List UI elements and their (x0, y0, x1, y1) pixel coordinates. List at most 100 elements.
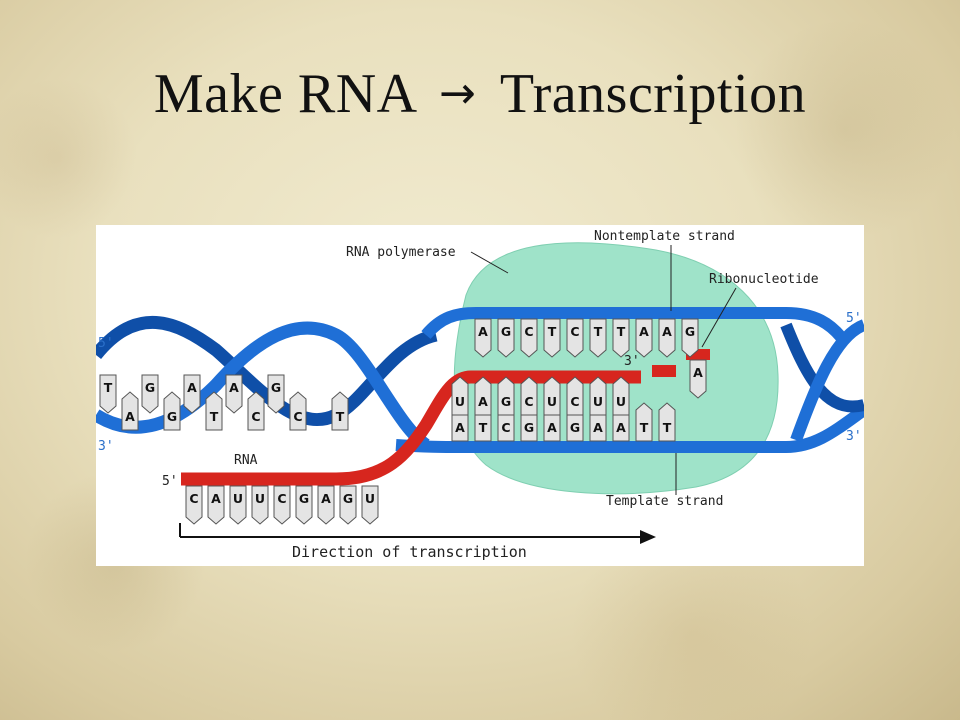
nontemplate-base-letter: A (639, 324, 649, 339)
rna-paired-base-letter: U (616, 394, 626, 409)
rna-tail-base: G (295, 485, 313, 525)
rna-paired-base-letter: G (501, 394, 511, 409)
left-helix-base-top: A (225, 374, 243, 414)
rna-paired-base: G (497, 376, 515, 416)
free-ribonucleotide-base: A (689, 359, 707, 399)
leader-ribonucleotide (701, 287, 737, 348)
rna-tail-base-letter: G (299, 491, 309, 506)
left-helix-base-bottom-letter: C (251, 409, 260, 424)
nontemplate-base-letter: T (594, 324, 603, 339)
end-right-top: 5' (846, 311, 862, 326)
left-helix-base-bottom-letter: T (336, 409, 345, 424)
rna-tail-base-letter: A (211, 491, 221, 506)
nontemplate-base: G (497, 318, 515, 358)
rna-tail-base-letter: U (233, 491, 243, 506)
end-right-bottom: 3' (846, 429, 862, 444)
free-ribonucleotide-bar (686, 349, 710, 360)
nontemplate-base-letter: T (548, 324, 557, 339)
left-helix-base-bottom: T (331, 391, 349, 431)
template-base-letter: G (570, 420, 580, 435)
template-base: T (658, 402, 676, 442)
left-helix-base-top: A (183, 374, 201, 414)
template-base-letter: C (501, 420, 510, 435)
template-base-letter: T (640, 420, 649, 435)
left-helix-base-top: G (267, 374, 285, 414)
left-helix-base-bottom: T (205, 391, 223, 431)
rna-tail-base-letter: C (189, 491, 198, 506)
rna-paired-base-letter: U (455, 394, 465, 409)
rna-tail-base: C (273, 485, 291, 525)
rna-tail-base: U (251, 485, 269, 525)
nontemplate-base-letter: C (524, 324, 533, 339)
template-base-letter: T (479, 420, 488, 435)
end-left-bottom: 3' (98, 439, 114, 454)
rna-tail-base: A (317, 485, 335, 525)
left-helix-base-bottom: G (163, 391, 181, 431)
label-template-strand: Template strand (606, 494, 723, 509)
rna-paired-base-letter: C (524, 394, 533, 409)
rna-tail-base: C (185, 485, 203, 525)
label-nontemplate-strand: Nontemplate strand (594, 229, 735, 244)
direction-arrow-head (640, 530, 656, 544)
left-helix-base-bottom-letter: C (293, 409, 302, 424)
rna-paired-base-letter: U (593, 394, 603, 409)
rna-tail-base: G (339, 485, 357, 525)
slide-title: Make RNA → Transcription (0, 62, 960, 126)
nontemplate-base: A (474, 318, 492, 358)
incoming-rna-segment (652, 365, 676, 377)
dna-right-helix (780, 319, 864, 443)
nontemplate-base: T (543, 318, 561, 358)
rna-tail-base-letter: C (277, 491, 286, 506)
end-left-top: 5' (98, 336, 114, 351)
template-base-letter: A (616, 420, 626, 435)
left-helix-base-bottom: A (121, 391, 139, 431)
label-ribonucleotide: Ribonucleotide (709, 272, 819, 287)
rna-paired-base-letter: C (570, 394, 579, 409)
nontemplate-base-letter: A (662, 324, 672, 339)
left-helix-base-top-letter: A (229, 380, 239, 395)
left-helix-base-bottom-letter: G (167, 409, 177, 424)
template-base: T (635, 402, 653, 442)
template-base-letter: A (593, 420, 603, 435)
left-helix-base-top-letter: G (271, 380, 281, 395)
free-ribonucleotide-base-letter: A (693, 365, 703, 380)
label-rna-polymerase: RNA polymerase (346, 245, 456, 260)
left-helix-base-bottom-letter: A (125, 409, 135, 424)
left-helix-base-top-letter: A (187, 380, 197, 395)
rna-paired-base: C (520, 376, 538, 416)
rna-tail-base-letter: A (321, 491, 331, 506)
nontemplate-base-letter: T (617, 324, 626, 339)
nontemplate-strand-backbone (421, 307, 846, 341)
left-helix-base-bottom-letter: T (210, 409, 219, 424)
nontemplate-base: C (566, 318, 584, 358)
template-base-letter: A (547, 420, 557, 435)
nontemplate-base: T (612, 318, 630, 358)
rna-tail-base-letter: U (365, 491, 375, 506)
rna-paired-base: U (612, 376, 630, 416)
arrow-icon: → (439, 68, 477, 119)
template-base-letter: G (524, 420, 534, 435)
template-base-letter: T (663, 420, 672, 435)
rna-paired-base: A (474, 376, 492, 416)
end-rna-3prime: 3' (624, 354, 640, 369)
title-make-rna: Make RNA (153, 63, 415, 125)
rna-paired-base: U (589, 376, 607, 416)
nontemplate-base: A (635, 318, 653, 358)
rna-tail-base-letter: U (255, 491, 265, 506)
rna-tail-base-letter: G (343, 491, 353, 506)
leader-rna-polymerase (470, 251, 509, 274)
rna-tail-base: U (229, 485, 247, 525)
rna-paired-base: C (566, 376, 584, 416)
left-helix-base-top-letter: T (104, 380, 113, 395)
left-helix-base-top: T (99, 374, 117, 414)
nontemplate-base: G (681, 318, 699, 358)
rna-paired-base: U (451, 376, 469, 416)
rna-paired-base: U (543, 376, 561, 416)
left-helix-base-bottom: C (289, 391, 307, 431)
end-rna-5prime: 5' (162, 474, 178, 489)
nontemplate-base-letter: G (501, 324, 511, 339)
label-direction: Direction of transcription (292, 543, 527, 561)
rna-paired-base-letter: U (547, 394, 557, 409)
label-rna: RNA (234, 453, 258, 468)
